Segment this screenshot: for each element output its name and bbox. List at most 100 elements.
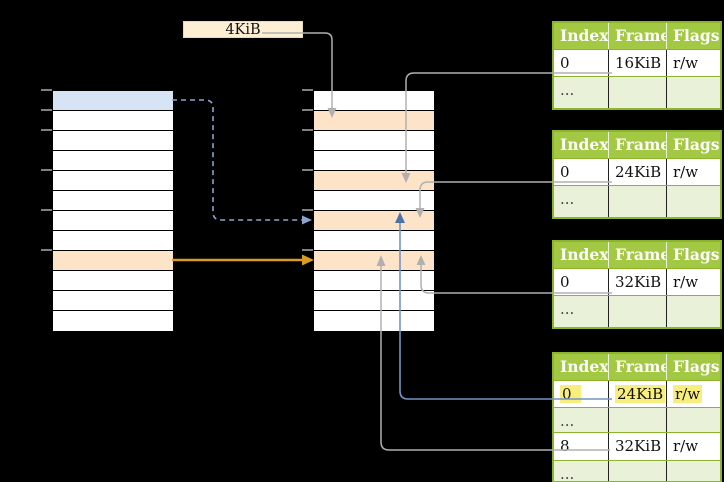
table-row-ellipsis: ...: [554, 295, 720, 327]
memory-row: [53, 271, 173, 291]
memory-row-orange: [314, 251, 434, 271]
cell-flags: [666, 77, 720, 108]
address-tick: [41, 89, 52, 91]
table-header-row: Index Frame Flags: [554, 23, 720, 49]
highlight: 24KiB: [615, 385, 666, 403]
page-table-2: Index Frame Flags 0 24KiB r/w ...: [552, 130, 722, 219]
memory-row: [314, 131, 434, 151]
table-row-highlighted: 0 24KiB r/w: [554, 380, 720, 407]
cell-index: 0: [554, 381, 608, 407]
cell-flags: [666, 461, 720, 481]
memory-row-orange: [314, 171, 434, 191]
memory-row: [53, 151, 173, 171]
header-cell-index: Index: [560, 135, 608, 154]
header-cell-flags: Flags: [666, 354, 720, 380]
memory-row: [53, 191, 173, 211]
cell-flags: r/w: [666, 50, 720, 76]
table-row-ellipsis: ...: [554, 76, 720, 108]
cell-flags: r/w: [666, 159, 720, 185]
address-tick: [41, 129, 52, 131]
arrowhead-virtual-blue: [302, 215, 312, 225]
table-row-ellipsis: ...: [554, 460, 720, 481]
header-cell-index: Index: [560, 357, 608, 376]
memory-row-orange: [53, 251, 173, 271]
address-tick: [41, 209, 52, 211]
page-table-3: Index Frame Flags 0 32KiB r/w ...: [552, 240, 722, 329]
memory-row: [53, 111, 173, 131]
cell-frame: [608, 296, 666, 327]
table-row-ellipsis: ...: [554, 185, 720, 217]
cell-flags: r/w: [666, 269, 720, 295]
memory-row: [53, 171, 173, 191]
page-size-text: 4KiB: [225, 21, 261, 38]
table-row: 0 32KiB r/w: [554, 268, 720, 295]
address-tick: [302, 129, 313, 131]
cell-index: ...: [560, 81, 575, 99]
address-tick: [302, 209, 313, 211]
cell-frame: 32KiB: [608, 269, 666, 295]
cell-index: 0: [560, 54, 570, 72]
cell-frame: 24KiB: [608, 381, 666, 407]
table-row-ellipsis: ...: [554, 407, 720, 432]
cell-flags: r/w: [666, 381, 720, 407]
address-tick: [302, 89, 313, 91]
header-cell-frame: Frame: [608, 23, 666, 49]
page-size-label: 4KiB: [183, 21, 303, 38]
highlight: 0: [560, 385, 581, 403]
cell-index: 8: [560, 437, 570, 455]
address-tick: [302, 249, 313, 251]
header-cell-flags: Flags: [666, 132, 720, 158]
memory-row: [53, 131, 173, 151]
cell-frame: [608, 186, 666, 217]
page-table-1: Index Frame Flags 0 16KiB r/w ...: [552, 21, 722, 110]
table-row: 0 24KiB r/w: [554, 158, 720, 185]
memory-row-blue: [53, 91, 173, 111]
cell-index: 0: [560, 163, 570, 181]
cell-index: ...: [560, 465, 575, 481]
memory-row-orange: [314, 111, 434, 131]
address-tick: [302, 109, 313, 111]
table-row: 0 16KiB r/w: [554, 49, 720, 76]
memory-row: [314, 91, 434, 111]
cell-flags: [666, 296, 720, 327]
memory-row: [53, 311, 173, 330]
table-header-row: Index Frame Flags: [554, 132, 720, 158]
cell-index: ...: [560, 190, 575, 208]
cell-frame: [608, 77, 666, 108]
memory-row: [53, 211, 173, 231]
header-cell-flags: Flags: [666, 23, 720, 49]
memory-row: [314, 191, 434, 211]
address-tick: [41, 249, 52, 251]
cell-frame: [608, 461, 666, 481]
cell-frame: 32KiB: [608, 433, 666, 460]
highlight: r/w: [673, 385, 703, 403]
cell-frame: [608, 408, 666, 432]
cell-flags: r/w: [666, 433, 720, 460]
virtual-memory-table: [52, 90, 174, 332]
address-tick: [302, 169, 313, 171]
memory-row: [53, 291, 173, 311]
cell-frame: 24KiB: [608, 159, 666, 185]
table-row: 8 32KiB r/w: [554, 432, 720, 460]
memory-row: [314, 311, 434, 330]
cell-index: 0: [560, 273, 570, 291]
header-cell-frame: Frame: [608, 354, 666, 380]
address-tick: [41, 169, 52, 171]
header-cell-frame: Frame: [608, 242, 666, 268]
memory-row: [314, 271, 434, 291]
table-header-row: Index Frame Flags: [554, 242, 720, 268]
cell-flags: [666, 408, 720, 432]
memory-row-orange: [314, 211, 434, 231]
header-cell-frame: Frame: [608, 132, 666, 158]
page-table-4: Index Frame Flags 0 24KiB r/w ... 8 32Ki…: [552, 352, 722, 482]
cell-index: ...: [560, 412, 575, 430]
cell-flags: [666, 186, 720, 217]
memory-row: [314, 231, 434, 251]
physical-memory-table: [313, 90, 435, 332]
cell-frame: 16KiB: [608, 50, 666, 76]
table-header-row: Index Frame Flags: [554, 354, 720, 380]
cell-index: ...: [560, 300, 575, 318]
header-cell-index: Index: [560, 245, 608, 264]
memory-row: [53, 231, 173, 251]
